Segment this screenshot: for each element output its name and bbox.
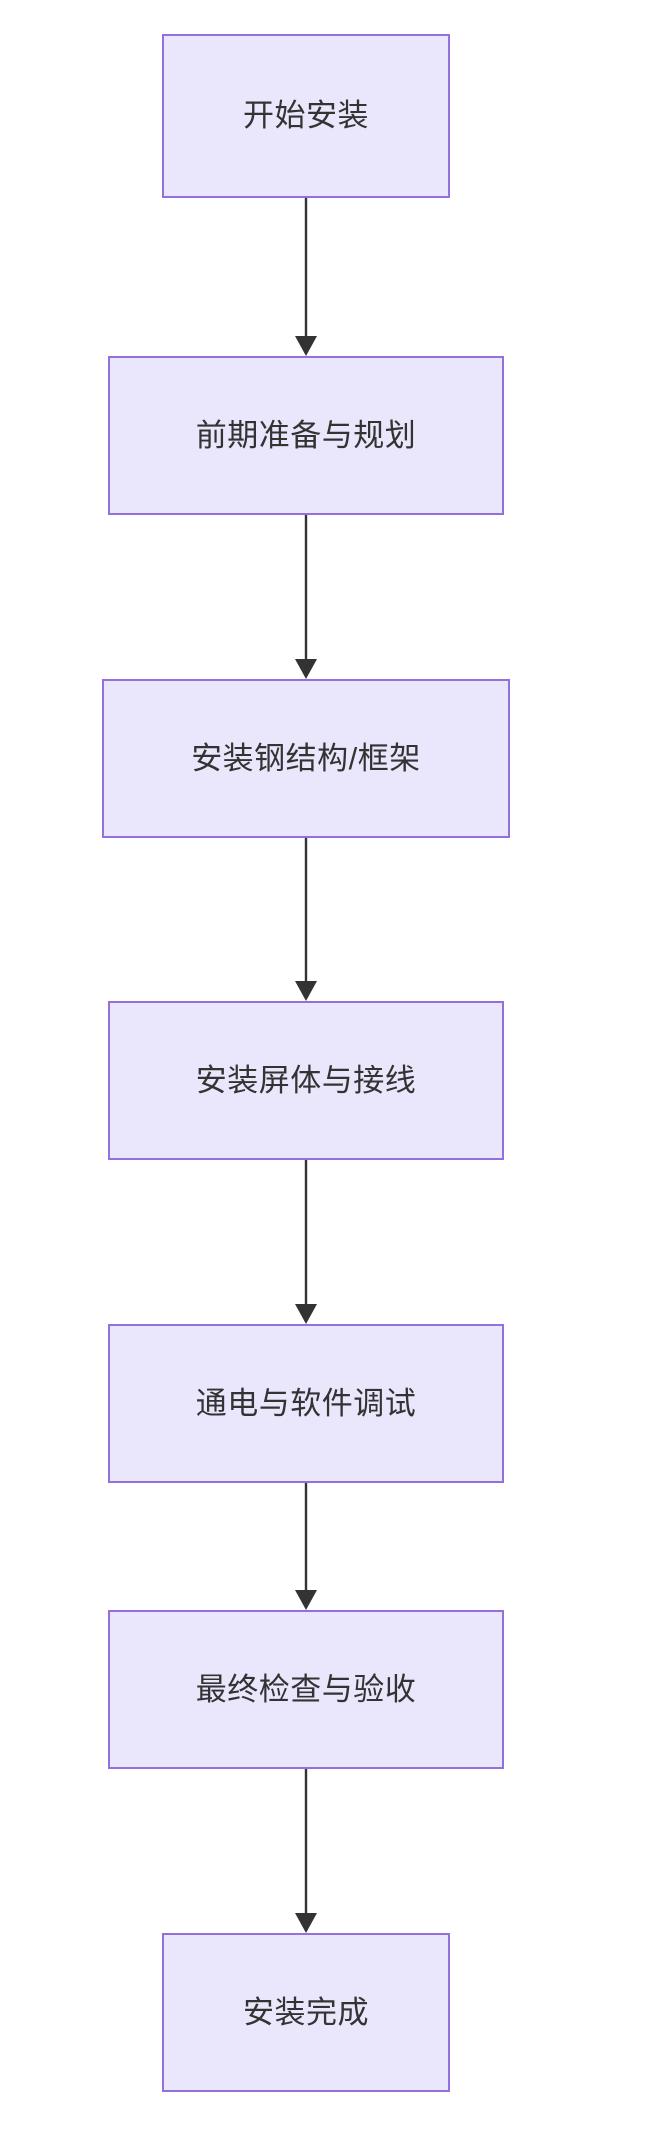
flow-edge-arrowhead-1 [295,336,317,356]
flow-node-label: 前期准备与规划 [195,417,417,453]
flow-edge-arrowhead-4 [295,1304,317,1324]
flow-node-n5[interactable]: 通电与软件调试 [108,1324,504,1483]
flow-edge-arrowhead-2 [295,659,317,679]
flow-node-label: 安装完成 [243,1994,369,2030]
flow-node-label: 安装钢结构/框架 [191,740,421,776]
flow-node-n4[interactable]: 安装屏体与接线 [108,1001,504,1160]
flow-node-n3[interactable]: 安装钢结构/框架 [102,679,510,838]
flow-node-label: 安装屏体与接线 [195,1062,417,1098]
flow-node-label: 通电与软件调试 [195,1385,417,1421]
flow-edge-arrowhead-6 [295,1913,317,1933]
flow-edge-arrowhead-3 [295,981,317,1001]
flow-node-n6[interactable]: 最终检查与验收 [108,1610,504,1769]
flow-edge-arrowhead-5 [295,1590,317,1610]
flow-node-label: 开始安装 [243,98,369,134]
flow-node-n1[interactable]: 开始安装 [162,34,450,198]
flow-node-n2[interactable]: 前期准备与规划 [108,356,504,515]
flow-node-label: 最终检查与验收 [195,1671,417,1707]
flow-node-n7[interactable]: 安装完成 [162,1933,450,2092]
